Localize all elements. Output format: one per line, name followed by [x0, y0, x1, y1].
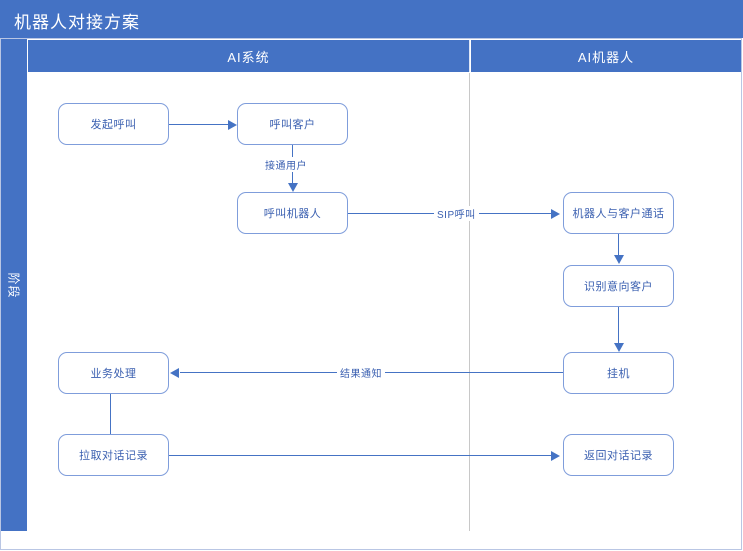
edge-label-connect-user: 接通用户	[262, 157, 310, 172]
node-call-customer[interactable]: 呼叫客户	[237, 103, 348, 145]
arrowhead-callrobot-to-robottalk	[551, 209, 560, 219]
lane-axis-header: 阶段	[1, 39, 27, 531]
arrowhead-initiate-to-callcustomer	[228, 120, 237, 130]
node-return-dialog-log[interactable]: 返回对话记录	[563, 434, 674, 476]
column-header-ai-robot: AI机器人	[471, 40, 741, 72]
arrowhead-hangup-to-businessprocess	[170, 368, 179, 378]
lane-axis-label-wrap: 阶段	[1, 39, 27, 531]
node-hang-up[interactable]: 挂机	[563, 352, 674, 394]
node-call-robot[interactable]: 呼叫机器人	[237, 192, 348, 234]
arrowhead-identifyintent-to-hangup	[614, 343, 624, 352]
column-header-ai-system: AI系统	[28, 40, 470, 72]
edge-label-sip-call: SIP呼叫	[434, 206, 479, 221]
connector-fetchlog-to-returnlog	[169, 455, 553, 456]
edge-label-result-notify: 结果通知	[337, 365, 385, 380]
node-robot-talk[interactable]: 机器人与客户通话	[563, 192, 674, 234]
page-title: 机器人对接方案	[14, 13, 140, 32]
node-identify-intent[interactable]: 识别意向客户	[563, 265, 674, 307]
lane-axis-label: 阶段	[6, 271, 21, 299]
arrowhead-callcustomer-to-callrobot	[288, 183, 298, 192]
arrowhead-robottalk-to-identifyintent	[614, 255, 624, 264]
connector-identifyintent-to-hangup	[618, 307, 619, 344]
arrowhead-fetchlog-to-returnlog	[551, 451, 560, 461]
node-initiate-call[interactable]: 发起呼叫	[58, 103, 169, 145]
node-fetch-dialog-log[interactable]: 拉取对话记录	[58, 434, 169, 476]
connector-initiate-to-callcustomer	[169, 124, 229, 125]
node-business-process[interactable]: 业务处理	[58, 352, 169, 394]
title-bar: 机器人对接方案	[0, 0, 743, 38]
connector-businessprocess-to-fetchlog	[110, 393, 111, 435]
connector-robottalk-to-identifyintent	[618, 234, 619, 256]
